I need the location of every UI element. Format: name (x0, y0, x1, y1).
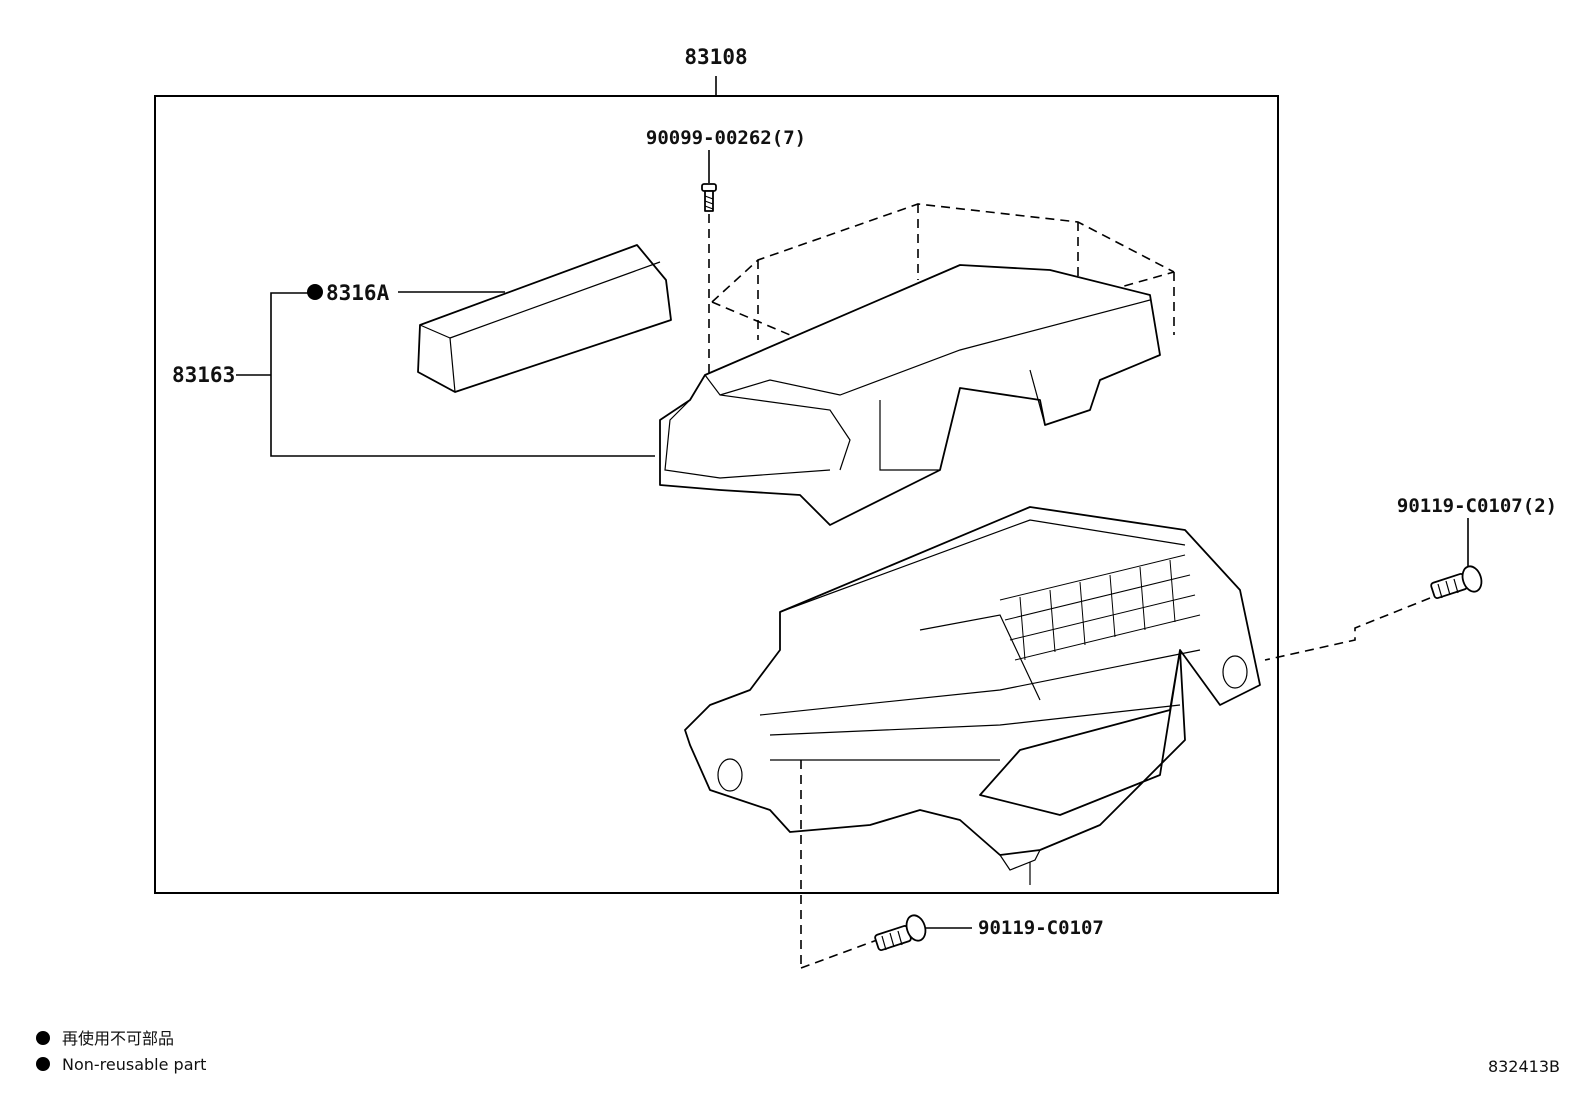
label-83163[interactable]: 83163 (172, 363, 235, 387)
bolt-bottom-axis (800, 939, 878, 969)
label-screw-top[interactable]: 90099-00262(7) (646, 127, 806, 149)
label-assembly[interactable]: 83108 (684, 45, 747, 69)
legend-marker (36, 1057, 50, 1071)
diagram-code: 832413B (1488, 1057, 1560, 1076)
legend-japanese: 再使用不可部品 (62, 1029, 174, 1048)
bolt-icon (1430, 565, 1483, 599)
bracket-83163 (270, 292, 655, 457)
screw-icon (701, 183, 717, 212)
bolt-icon (874, 914, 927, 951)
legend-english: Non-reusable part (62, 1055, 206, 1074)
lower-housing-part (684, 506, 1261, 885)
non-reusable-marker (307, 284, 323, 300)
bolt-right-axis (1264, 597, 1431, 661)
vent-grid (999, 554, 1201, 661)
label-bolt-right[interactable]: 90119-C0107(2) (1397, 495, 1557, 517)
upper-cover-part (659, 264, 1161, 526)
label-8316a[interactable]: 8316A (326, 281, 390, 305)
legend-marker (36, 1031, 50, 1045)
part-8316a-pad (417, 244, 672, 393)
label-bolt-bottom[interactable]: 90119-C0107 (978, 917, 1104, 939)
